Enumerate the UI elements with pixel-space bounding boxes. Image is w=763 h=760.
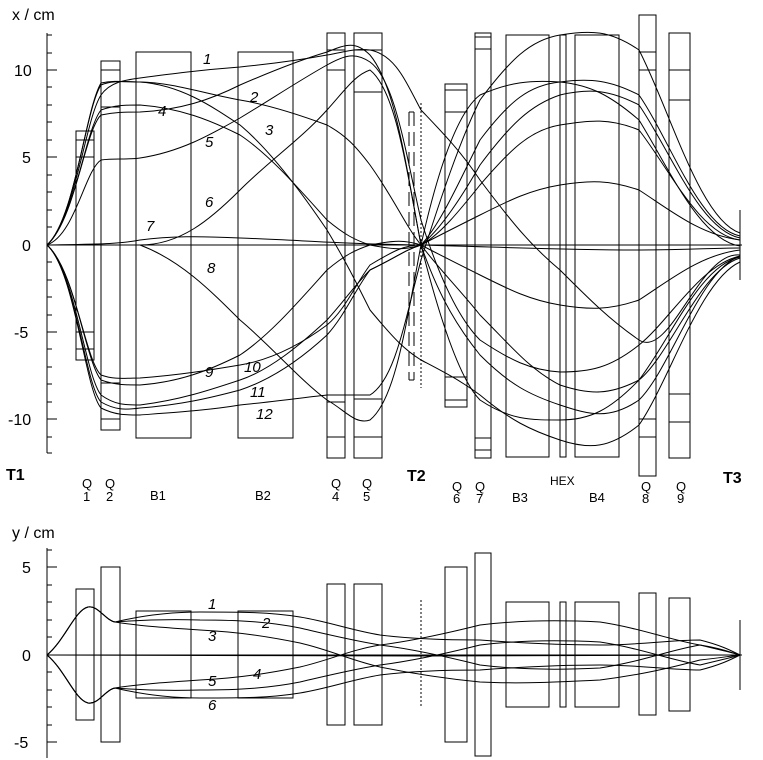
x-ray-1	[46, 49, 741, 343]
label-q5-top: Q	[362, 476, 372, 491]
label-q2-top: Q	[105, 476, 115, 491]
x-tick-neg5: -5	[14, 325, 28, 342]
y-ray-1	[46, 606, 741, 656]
y-trace-label-3: 3	[208, 628, 217, 645]
hex-box-y	[559, 601, 567, 708]
x-ray-4	[46, 44, 741, 415]
label-b1: B1	[150, 488, 166, 503]
x-tick-0: 0	[22, 238, 31, 255]
hex-box	[559, 34, 567, 458]
y-panel-rays	[46, 606, 741, 704]
label-q7-top: Q	[475, 479, 485, 494]
q1-box-y	[75, 588, 95, 721]
b3-box	[505, 34, 550, 458]
x-axis-label: x / cm	[12, 7, 55, 24]
x-ray-12	[46, 31, 741, 416]
label-b4: B4	[589, 490, 605, 505]
label-q7-num: 7	[476, 491, 483, 506]
y-trace-label-5: 5	[208, 673, 217, 690]
b4-box-y	[574, 601, 620, 708]
x-panel-rays	[46, 31, 741, 447]
x-ray-5	[46, 55, 741, 373]
y-tick-5: 5	[22, 560, 31, 577]
x-trace-label-6: 6	[205, 194, 214, 211]
y-trace-label-6: 6	[208, 697, 217, 714]
x-ray-7	[46, 236, 741, 251]
y-ray-2	[46, 606, 741, 670]
x-trace-label-12: 12	[256, 406, 273, 423]
q2-box-y	[100, 566, 121, 743]
label-b3: B3	[512, 490, 528, 505]
q8-box	[638, 14, 657, 477]
x-trace-label-10: 10	[244, 359, 261, 376]
x-tick-neg10: -10	[8, 412, 31, 429]
q4-box	[326, 32, 346, 459]
x-ray-6	[47, 69, 741, 421]
x-trace-label-4: 4	[158, 103, 166, 120]
y-trace-label-2: 2	[261, 615, 271, 632]
y-trace-label-4: 4	[253, 666, 261, 683]
y-ray-4	[46, 620, 741, 704]
b4-box	[574, 34, 620, 458]
target-t1: T1	[6, 467, 25, 484]
y-ray-mid	[46, 654, 741, 657]
label-q2-num: 2	[106, 489, 113, 504]
x-trace-label-1: 1	[203, 51, 211, 68]
y-ray-3	[46, 606, 741, 684]
x-trace-label-9: 9	[205, 364, 214, 381]
b1-box-y	[135, 610, 192, 699]
label-q6-top: Q	[452, 479, 462, 494]
label-q5-num: 5	[363, 489, 370, 504]
label-q1-top: Q	[82, 476, 92, 491]
y-tick-0: 0	[22, 648, 31, 665]
label-q4-top: Q	[331, 476, 341, 491]
x-tick-5: 5	[22, 150, 31, 167]
label-q6-num: 6	[453, 491, 460, 506]
q9-box	[668, 32, 691, 459]
label-q9-num: 9	[677, 491, 684, 506]
x-ray-sym-a	[46, 240, 741, 386]
b2-box	[237, 51, 294, 439]
label-b2: B2	[255, 488, 271, 503]
target-t3: T3	[723, 470, 742, 487]
x-tick-10: 10	[14, 63, 32, 80]
label-hex: HEX	[550, 474, 575, 488]
y-ray-5	[46, 640, 741, 704]
x-trace-label-7: 7	[146, 218, 155, 235]
b3-box-y	[505, 601, 550, 708]
q5-box-y	[353, 583, 383, 726]
x-ray-3	[46, 80, 741, 447]
x-trace-label-3: 3	[265, 122, 274, 139]
b2-box-y	[237, 610, 294, 699]
q4-box-y	[326, 583, 346, 726]
y-axis-label: y / cm	[12, 525, 55, 542]
x-trace-label-11: 11	[250, 384, 266, 401]
y-panel-axis	[46, 548, 742, 758]
y-trace-label-1: 1	[208, 596, 216, 613]
q7-box	[474, 32, 492, 459]
x-ray-2	[46, 81, 741, 393]
x-panel-axis	[46, 33, 742, 454]
x-ray-8	[47, 80, 741, 422]
x-trace-label-2: 2	[249, 89, 259, 106]
y-ray-6	[46, 654, 741, 704]
label-q8-top: Q	[641, 479, 651, 494]
q9-box-y	[668, 597, 691, 712]
y-tick-neg5: -5	[14, 735, 28, 752]
label-q9-top: Q	[676, 479, 686, 494]
x-ray-11	[46, 79, 741, 410]
label-q1-num: 1	[83, 489, 90, 504]
x-trace-label-8: 8	[207, 260, 216, 277]
x-ray-sym-b	[46, 104, 741, 250]
label-q4-num: 4	[332, 489, 339, 504]
q5-box	[353, 32, 383, 459]
q7-box-y	[474, 552, 492, 757]
target-t2: T2	[407, 468, 426, 485]
x-ray-9	[46, 120, 741, 379]
label-q8-num: 8	[642, 491, 649, 506]
q6-box-y	[444, 566, 468, 743]
x-trace-label-5: 5	[205, 134, 214, 151]
